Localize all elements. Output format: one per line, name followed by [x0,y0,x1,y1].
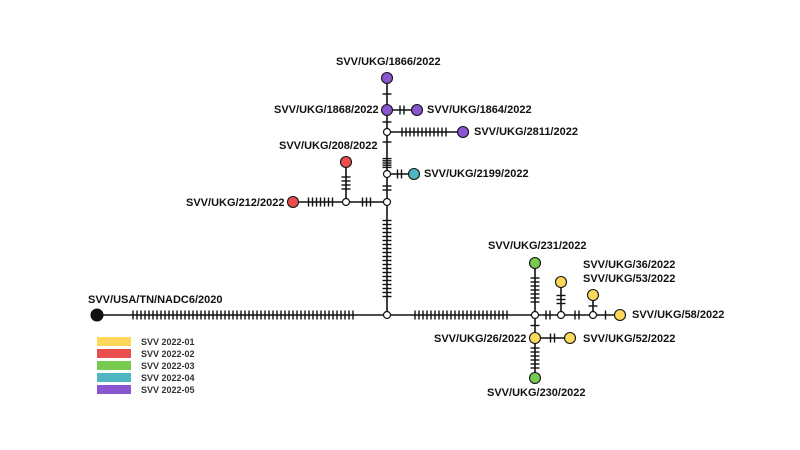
legend-item-2022-03: SVV 2022-03 [97,360,195,371]
legend-item-2022-04: SVV 2022-04 [97,372,195,383]
legend-label: SVV 2022-01 [141,336,195,347]
network-edges [97,78,620,378]
legend-item-2022-05: SVV 2022-05 [97,384,195,395]
sequence-node-u1868 [380,103,394,117]
legend-swatch [97,385,131,394]
sequence-node-u26 [528,331,542,345]
node-label-u1866: SVV/UKG/1866/2022 [336,56,441,68]
sequence-node-u212 [286,195,300,209]
node-label-u231: SVV/UKG/231/2022 [488,240,587,252]
median-vector-m6 [341,197,351,207]
node-label-root: SVV/USA/TN/NADC6/2020 [88,294,223,306]
node-label-u208: SVV/UKG/208/2022 [279,140,378,152]
sequence-node-root [90,308,104,322]
legend: SVV 2022-01 SVV 2022-02 SVV 2022-03 SVV … [97,336,195,396]
legend-swatch [97,373,131,382]
sequence-node-u1864 [410,103,424,117]
legend-label: SVV 2022-03 [141,360,195,371]
legend-item-2022-01: SVV 2022-01 [97,336,195,347]
median-vector-m9 [588,310,598,320]
legend-label: SVV 2022-02 [141,348,195,359]
sequence-node-u2811 [456,125,470,139]
legend-swatch [97,337,131,346]
sequence-node-u53 [586,288,600,302]
legend-label: SVV 2022-04 [141,372,195,383]
median-vector-m5 [382,127,392,137]
median-vector-m2 [382,197,392,207]
node-label-u52: SVV/UKG/52/2022 [583,333,676,345]
sequence-node-u2199 [407,167,421,181]
sequence-node-u58 [613,308,627,322]
node-label-u1864: SVV/UKG/1864/2022 [427,104,532,116]
sequence-node-u36 [554,275,568,289]
sequence-node-u1866 [380,71,394,85]
legend-swatch [97,361,131,370]
median-vector-m8 [556,310,566,320]
node-label-u53: SVV/UKG/53/2022 [583,273,676,285]
node-label-u58: SVV/UKG/58/2022 [632,309,725,321]
node-label-u230: SVV/UKG/230/2022 [487,387,586,399]
node-label-u2811: SVV/UKG/2811/2022 [474,126,578,138]
legend-swatch [97,349,131,358]
node-label-u36: SVV/UKG/36/2022 [583,259,676,271]
sequence-node-u230 [528,371,542,385]
legend-item-2022-02: SVV 2022-02 [97,348,195,359]
median-vector-m3 [382,169,392,179]
median-vector-m7 [530,310,540,320]
node-label-u212: SVV/UKG/212/2022 [186,197,285,209]
network-nodes [90,71,627,385]
legend-label: SVV 2022-05 [141,384,195,395]
sequence-node-u231 [528,256,542,270]
sequence-node-u208 [339,155,353,169]
sequence-node-u52 [563,331,577,345]
node-label-u1868: SVV/UKG/1868/2022 [274,104,379,116]
node-label-u26: SVV/UKG/26/2022 [434,333,527,345]
median-vector-m1 [382,310,392,320]
node-label-u2199: SVV/UKG/2199/2022 [424,168,529,180]
